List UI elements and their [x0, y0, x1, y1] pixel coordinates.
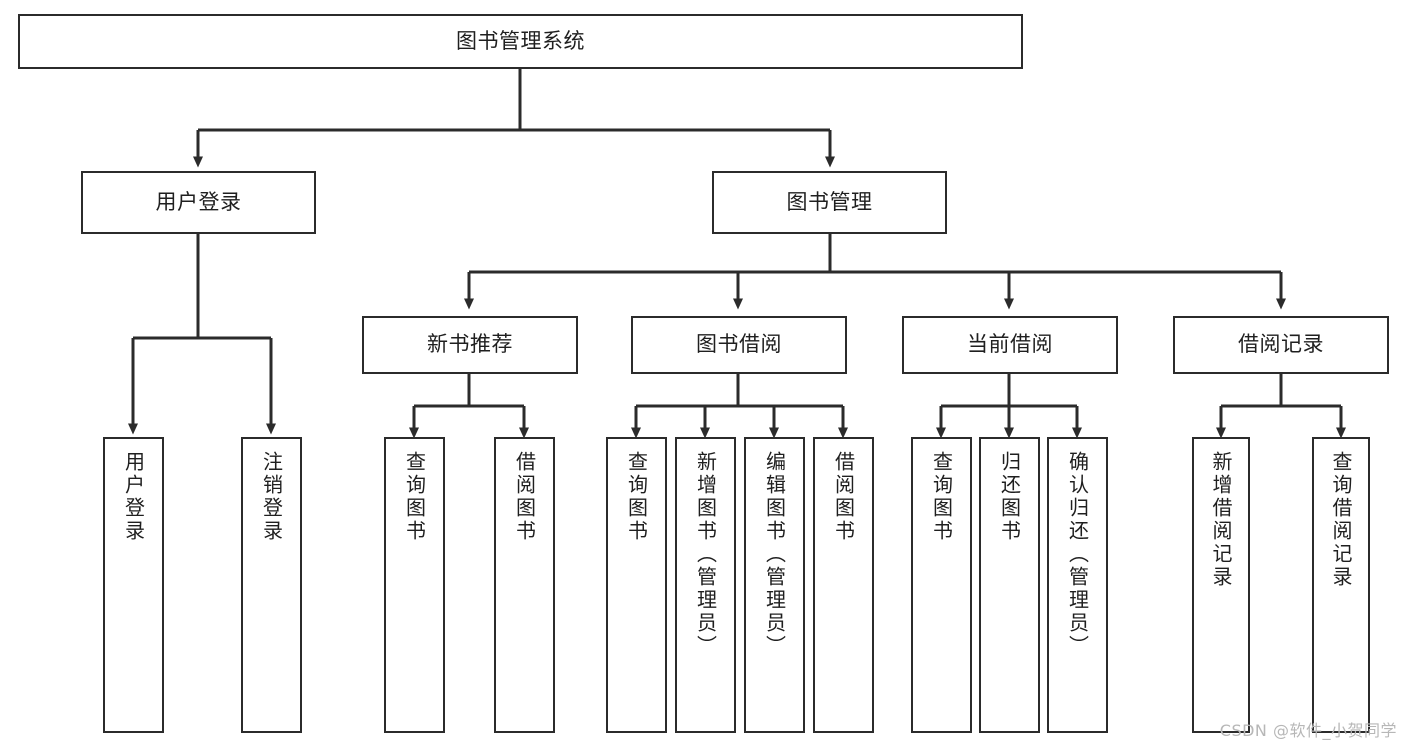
node-label: 新增借阅记录 [1209, 451, 1233, 589]
watermark: CSDN @软件_小贺同学 [1219, 721, 1397, 740]
node-label: 图书借阅 [696, 332, 782, 357]
node-label: 查询借阅记录 [1329, 451, 1353, 589]
node-label: 查询图书 [402, 451, 427, 543]
node-leaf-query-book-current[interactable]: 查询图书 [911, 437, 972, 733]
node-leaf-logout[interactable]: 注销登录 [241, 437, 302, 733]
node-label: 确认归还（管理员） [1065, 451, 1090, 658]
node-label: 归还图书 [997, 451, 1022, 543]
node-new-book-recommend[interactable]: 新书推荐 [362, 316, 578, 374]
node-user-login[interactable]: 用户登录 [81, 171, 316, 234]
node-label: 注销登录 [259, 451, 284, 543]
node-label: 借阅图书 [512, 451, 537, 543]
node-leaf-query-book-recommend[interactable]: 查询图书 [384, 437, 445, 733]
node-label: 图书管理系统 [456, 28, 585, 53]
node-leaf-return-book[interactable]: 归还图书 [979, 437, 1040, 733]
node-leaf-edit-book-admin[interactable]: 编辑图书（管理员） [744, 437, 805, 733]
node-root-book-management-system[interactable]: 图书管理系统 [18, 14, 1023, 69]
node-leaf-borrow-book-recommend[interactable]: 借阅图书 [494, 437, 555, 733]
node-leaf-user-login[interactable]: 用户登录 [103, 437, 164, 733]
node-label: 编辑图书（管理员） [762, 451, 787, 658]
node-label: 新书推荐 [427, 332, 513, 357]
node-label: 当前借阅 [967, 332, 1053, 357]
node-current-borrow[interactable]: 当前借阅 [902, 316, 1118, 374]
node-label: 用户登录 [121, 451, 146, 543]
node-leaf-borrow-book[interactable]: 借阅图书 [813, 437, 874, 733]
node-book-management[interactable]: 图书管理 [712, 171, 947, 234]
node-label: 新增图书（管理员） [693, 451, 718, 658]
node-label: 用户登录 [155, 189, 242, 214]
node-book-borrow[interactable]: 图书借阅 [631, 316, 847, 374]
node-leaf-add-book-admin[interactable]: 新增图书（管理员） [675, 437, 736, 733]
node-label: 借阅记录 [1238, 332, 1324, 357]
node-leaf-add-borrow-record[interactable]: 新增借阅记录 [1192, 437, 1250, 733]
node-leaf-query-borrow-record[interactable]: 查询借阅记录 [1312, 437, 1370, 733]
node-label: 查询图书 [929, 451, 954, 543]
node-label: 图书管理 [786, 189, 873, 214]
node-label: 查询图书 [624, 451, 649, 543]
node-label: 借阅图书 [831, 451, 856, 543]
node-leaf-query-book-borrow[interactable]: 查询图书 [606, 437, 667, 733]
node-leaf-confirm-return-admin[interactable]: 确认归还（管理员） [1047, 437, 1108, 733]
node-borrow-record[interactable]: 借阅记录 [1173, 316, 1389, 374]
